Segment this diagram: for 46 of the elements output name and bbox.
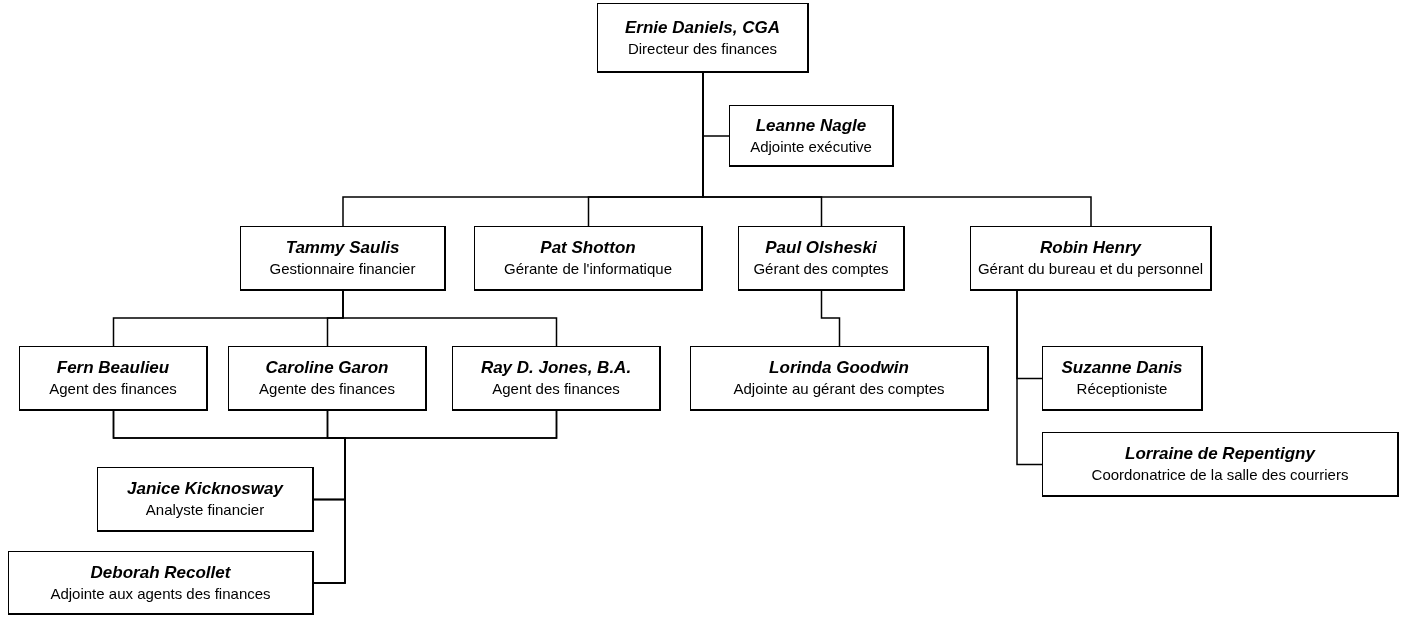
person-name: Ernie Daniels, CGA xyxy=(625,16,780,38)
person-box xyxy=(240,226,446,291)
job-title: Analyste financier xyxy=(145,500,265,520)
job-title: Gérant des comptes xyxy=(753,259,889,279)
connector-line xyxy=(313,410,558,584)
connector-line xyxy=(342,290,558,347)
person-box xyxy=(19,346,208,411)
person-name: Ray D. Jones, B.A. xyxy=(480,357,632,378)
job-title: Adjointe aux agents des finances xyxy=(50,583,271,604)
person-box xyxy=(738,226,905,291)
connector-line xyxy=(1016,290,1043,466)
person-box xyxy=(8,551,314,615)
person-box xyxy=(729,105,894,167)
person-name: Robin Henry xyxy=(1039,237,1142,258)
person-name: Lorinda Goodwin xyxy=(769,357,909,378)
person-box xyxy=(474,226,703,291)
job-title: Gérant du bureau et du personnel xyxy=(977,259,1204,279)
person-box xyxy=(690,346,989,411)
person-box xyxy=(452,346,661,411)
job-title: Agent des finances xyxy=(492,379,620,399)
person-box xyxy=(1042,432,1399,497)
job-title: Coordonatrice de la salle des courriers xyxy=(1091,465,1349,485)
person-name: Caroline Garon xyxy=(265,357,389,378)
person-box xyxy=(597,3,809,73)
person-box xyxy=(97,467,314,532)
person-box xyxy=(1042,346,1203,411)
person-name: Tammy Saulis xyxy=(285,237,400,258)
person-name: Paul Olsheski xyxy=(765,237,877,258)
job-title: Gestionnaire financier xyxy=(269,259,416,279)
job-title: Agente des finances xyxy=(259,379,395,399)
person-name: Lorraine de Repentigny xyxy=(1125,443,1315,464)
connector-line xyxy=(820,290,841,347)
job-title: Réceptioniste xyxy=(1076,379,1168,399)
person-name: Suzanne Danis xyxy=(1061,357,1183,378)
person-name: Fern Beaulieu xyxy=(56,357,170,378)
person-box xyxy=(970,226,1212,291)
job-title: Gérante de l'informatique xyxy=(504,259,672,279)
job-title: Agent des finances xyxy=(49,379,177,399)
person-name: Janice Kicknosway xyxy=(127,478,283,499)
job-title: Adjointe exécutive xyxy=(750,136,872,157)
person-name: Pat Shotton xyxy=(540,237,636,258)
job-title: Adjointe au gérant des comptes xyxy=(733,379,945,399)
job-title: Directeur des finances xyxy=(627,38,778,59)
person-name: Deborah Recollet xyxy=(90,561,231,583)
person-name: Leanne Nagle xyxy=(755,114,867,136)
person-box xyxy=(228,346,427,411)
